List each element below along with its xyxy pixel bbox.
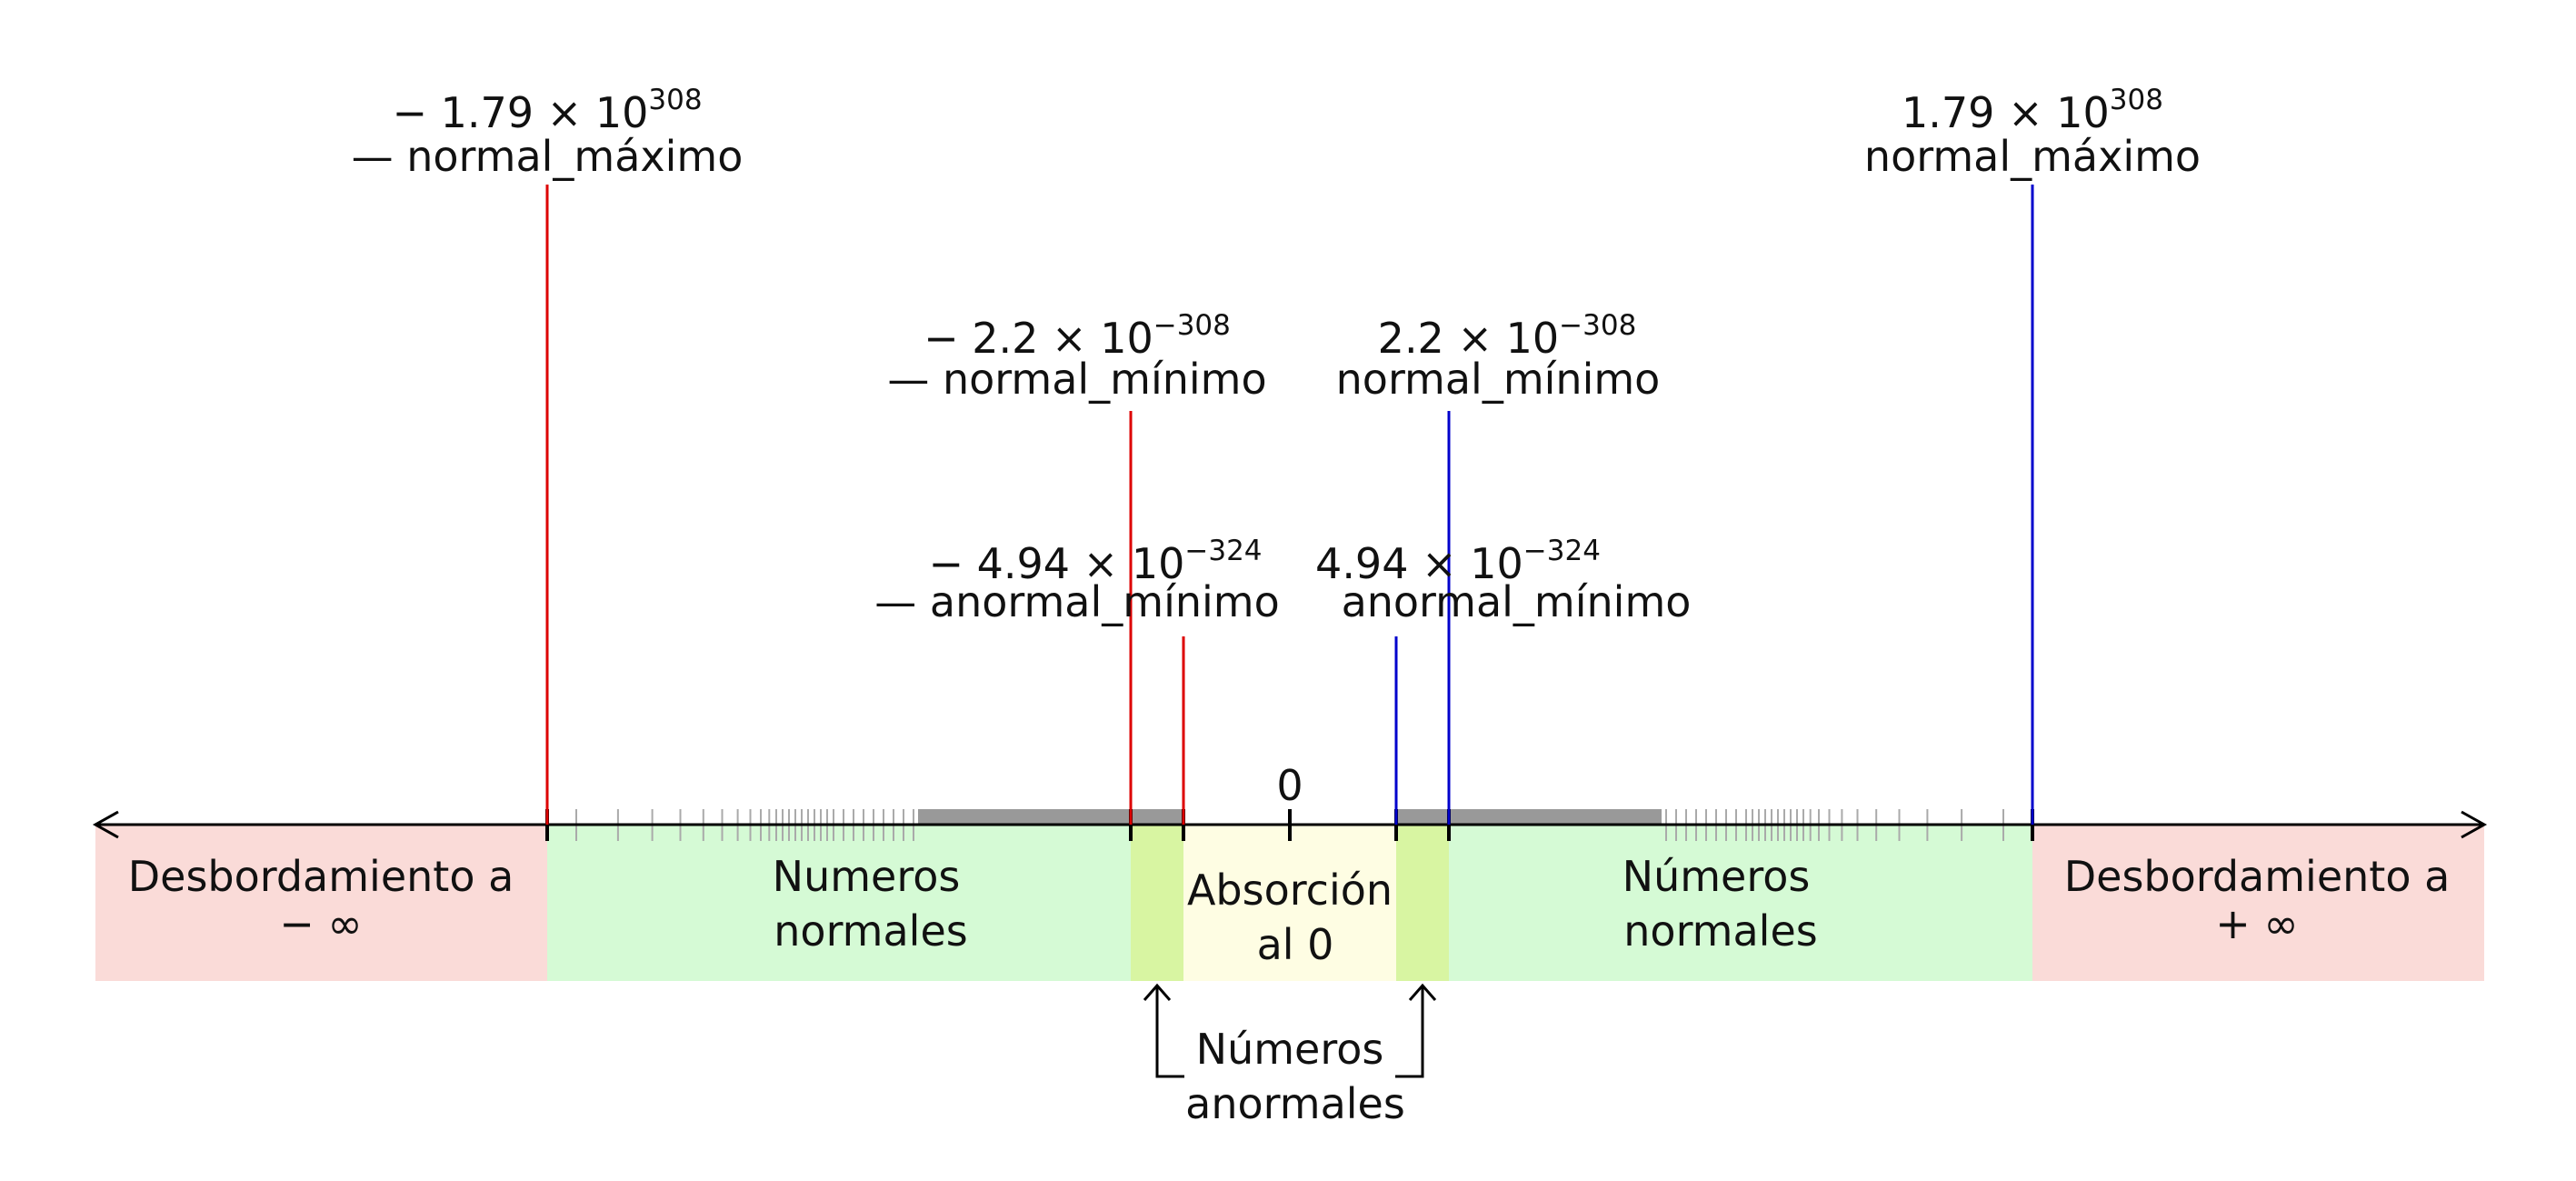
region-label-overflow-negative-1: Desbordamiento a (128, 852, 514, 901)
dense-ticks-negative (918, 809, 1183, 825)
subnormal-callout-label-2: anormales (1185, 1079, 1405, 1128)
region-label-overflow-positive-2: + ∞ (2215, 899, 2298, 948)
region-overflow-negative (95, 825, 547, 981)
dense-ticks-positive (1396, 809, 1662, 825)
region-label-underflow-2: al 0 (1257, 920, 1334, 969)
subnormal-callout-bracket (1143, 983, 1437, 1078)
region-underflow (1183, 825, 1396, 981)
pos-max-name: normal_máximo (1864, 132, 2201, 181)
neg-max-value: − 1.79 × 10308 (392, 84, 702, 137)
neg-min-value: − 2.2 × 10−308 (924, 309, 1231, 363)
neg-denorm-value: − 4.94 × 10−324 (928, 535, 1262, 588)
region-normal-negative (547, 825, 1131, 981)
zero-label: 0 (1276, 761, 1303, 810)
pos-denorm-name: anormal_mínimo (1342, 577, 1692, 626)
pos-min-name: normal_mínimo (1336, 355, 1661, 404)
pos-max-value: 1.79 × 10308 (1902, 84, 2163, 137)
pos-denorm-value: 4.94 × 10−324 (1315, 535, 1601, 588)
region-label-overflow-positive-1: Desbordamiento a (2064, 852, 2451, 901)
region-subnormal-negative (1131, 825, 1183, 981)
subnormal-callout-label-1: Números (1196, 1025, 1384, 1074)
region-label-underflow-1: Absorción (1187, 866, 1393, 915)
region-label-overflow-negative-2: − ∞ (279, 899, 362, 948)
neg-denorm-name: — anormal_mínimo (874, 577, 1279, 626)
region-overflow-positive (2032, 825, 2484, 981)
neg-max-name: — normal_máximo (352, 132, 744, 181)
arrow-right-icon (2461, 810, 2488, 839)
region-label-normal-negative-1: Numeros (773, 852, 961, 901)
neg-min-name: — normal_mínimo (887, 355, 1266, 404)
region-label-normal-positive-1: Números (1622, 852, 1811, 901)
region-subnormal-positive (1396, 825, 1449, 981)
pos-min-value: 2.2 × 10−308 (1378, 309, 1637, 363)
arrow-left-icon (92, 810, 119, 839)
region-normal-positive (1449, 825, 2032, 981)
region-label-normal-positive-2: normales (1623, 906, 1817, 956)
region-label-normal-negative-2: normales (774, 906, 967, 956)
